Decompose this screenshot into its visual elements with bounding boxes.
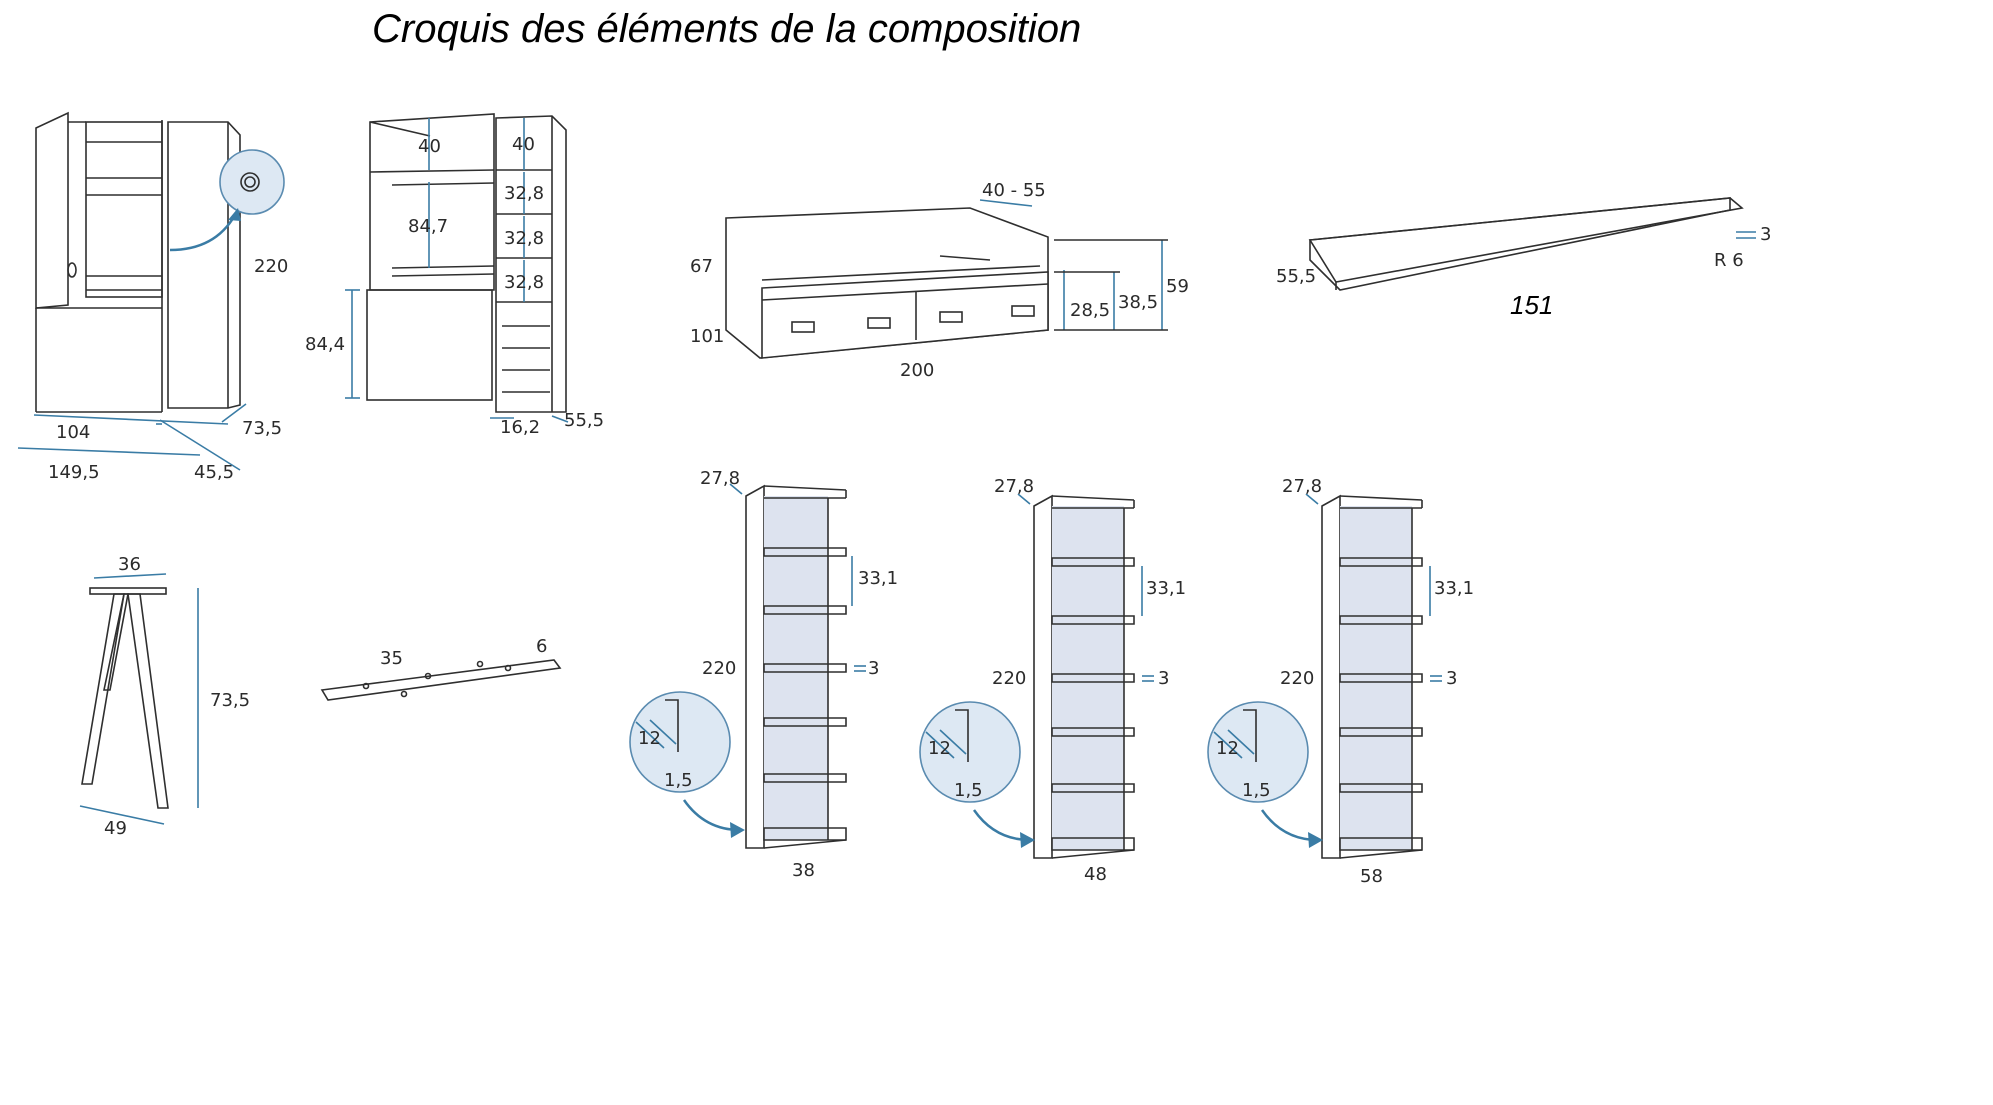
shelf2-thickness: 3 (1158, 668, 1169, 689)
bed-h1: 28,5 (1070, 300, 1110, 321)
desk-middle-height: 84,7 (408, 216, 448, 237)
shelf1-height: 220 (702, 658, 736, 679)
shelf2-height: 220 (992, 668, 1026, 689)
shelf3-groove-width: 1,5 (1242, 780, 1271, 801)
desk-top-height: 40 (418, 136, 441, 157)
bed-width: 101 (690, 326, 724, 347)
bookcase-48-sketch: 27,8 33,1 220 3 12 1,5 48 (919, 476, 1186, 885)
leg-top: 36 (118, 554, 141, 575)
shelf3-width: 58 (1360, 866, 1383, 887)
desk-top-right-height: 40 (512, 134, 535, 155)
wardrobe-height: 220 (254, 256, 288, 277)
bed-head-height: 67 (690, 256, 713, 277)
board-thickness: 3 (1760, 224, 1771, 245)
bookcase-58-sketch: 27,8 33,1 220 3 12 1,5 58 (1207, 476, 1474, 887)
bookcase-38-sketch: 27,8 33,1 220 3 12 1,5 38 (629, 468, 898, 881)
leg-height: 73,5 (210, 690, 250, 711)
leg-base: 49 (104, 818, 127, 839)
shelf1-width: 38 (792, 860, 815, 881)
shelf1-groove: 12 (638, 728, 661, 749)
shelf2-groove-width: 1,5 (954, 780, 983, 801)
shelf3-height: 220 (1280, 668, 1314, 689)
plate-length: 35 (380, 648, 403, 669)
wardrobe-width: 104 (56, 422, 90, 443)
board-radius: R 6 (1714, 250, 1744, 271)
mounting-plate-sketch: 35 6 (320, 636, 562, 701)
desk-shelf-c: 32,8 (504, 272, 544, 293)
desk-shelf-a: 32,8 (504, 183, 544, 204)
shelf3-depth: 27,8 (1282, 476, 1322, 497)
desk-depth: 55,5 (564, 410, 604, 431)
shelf2-depth: 27,8 (994, 476, 1034, 497)
shelf1-depth: 27,8 (700, 468, 740, 489)
shelf1-spacing: 33,1 (858, 568, 898, 589)
board-depth: 55,5 (1276, 266, 1316, 287)
wardrobe-open-width: 149,5 (48, 462, 100, 483)
desk-board-sketch: 55,5 3 R 6 151 (1276, 197, 1771, 320)
shelf2-spacing: 33,1 (1146, 578, 1186, 599)
bed-rail: 40 - 55 (982, 180, 1046, 201)
table-leg-sketch: 36 73,5 49 (79, 554, 250, 839)
bed-sketch: 40 - 55 67 101 200 28,5 38,5 59 (690, 180, 1189, 381)
desk-shelf-b: 32,8 (504, 228, 544, 249)
desk-height: 84,4 (305, 334, 345, 355)
plate-width: 6 (536, 636, 547, 657)
board-length: 151 (1510, 290, 1553, 320)
bed-length: 200 (900, 360, 934, 381)
bed-h2: 38,5 (1118, 292, 1158, 313)
wardrobe-door: 45,5 (194, 462, 234, 483)
bed-h3: 59 (1166, 276, 1189, 297)
wardrobe-sketch: 220 104 73,5 149,5 45,5 (17, 111, 288, 483)
wardrobe-depth: 73,5 (242, 418, 282, 439)
page-title: Croquis des éléments de la composition (372, 7, 1081, 51)
shelf1-thickness: 3 (868, 658, 879, 679)
desk-unit-sketch: 40 40 84,7 32,8 32,8 32,8 84,4 16,2 55,5 (305, 113, 604, 438)
shelf2-groove: 12 (928, 738, 951, 759)
shelf1-groove-width: 1,5 (664, 770, 693, 791)
desk-offset: 16,2 (500, 417, 540, 438)
shelf3-thickness: 3 (1446, 668, 1457, 689)
shelf2-width: 48 (1084, 864, 1107, 885)
shelf3-groove: 12 (1216, 738, 1239, 759)
shelf3-spacing: 33,1 (1434, 578, 1474, 599)
